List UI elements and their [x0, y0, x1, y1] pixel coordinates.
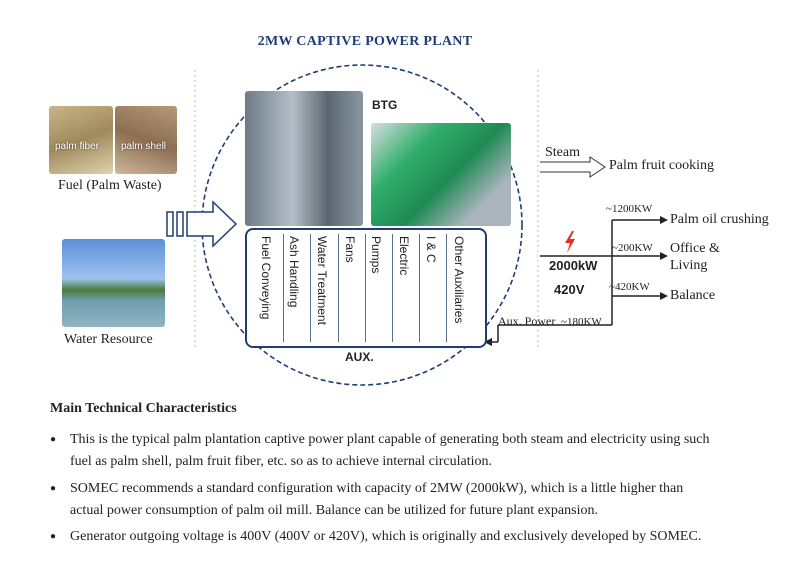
turbine-generator-photo — [371, 123, 511, 226]
generation-capacity: 2000kW — [549, 258, 598, 273]
steam-target: Palm fruit cooking — [609, 158, 714, 173]
branch-amount-crushing: ~1200KW — [606, 203, 653, 215]
branch-target-office: Office & Living — [670, 241, 720, 273]
fuel-caption: Fuel (Palm Waste) — [58, 178, 162, 193]
bullet-icon: ● — [50, 483, 57, 494]
aux-other-auxiliaries: Other Auxiliaries — [452, 236, 466, 324]
bullet-icon: ● — [50, 434, 57, 445]
aux-power-label: Aux. Power — [498, 314, 556, 328]
aux-box: Fuel Conveying Ash Handling Water Treatm… — [245, 228, 487, 348]
characteristics-heading: Main Technical Characteristics — [50, 401, 237, 416]
palm-fiber-label: palm fiber — [55, 141, 99, 152]
bullet-text: Generator outgoing voltage is 400V (400V… — [70, 529, 702, 544]
aux-power-amount: ~180KW — [561, 316, 602, 328]
input-arrow — [166, 200, 238, 248]
water-photo — [62, 239, 165, 327]
aux-fuel-conveying: Fuel Conveying — [259, 236, 273, 320]
diagram-lines — [166, 64, 668, 386]
diagram-title: 2MW CAPTIVE POWER PLANT — [257, 34, 473, 49]
branch-target-balance: Balance — [670, 288, 716, 303]
aux-fans: Fans — [343, 236, 357, 263]
palm-shell-photo: palm shell — [115, 106, 177, 174]
aux-ash-handling: Ash Handling — [287, 236, 301, 308]
bullet-text: SOMEC recommends a standard configuratio… — [70, 481, 684, 518]
aux-water-treatment: Water Treatment — [315, 236, 329, 325]
boiler-photo — [245, 91, 363, 226]
aux-label: AUX. — [345, 350, 374, 364]
generator-voltage: 420V — [554, 282, 585, 297]
btg-label: BTG — [372, 98, 398, 112]
bullet-icon: ● — [50, 531, 57, 542]
branch-amount-balance: ~420KW — [609, 281, 650, 293]
water-caption: Water Resource — [64, 332, 153, 347]
branch-target-crushing: Palm oil crushing — [670, 212, 769, 227]
aux-i-and-c: I & C — [424, 236, 438, 263]
bullet-text: This is the typical palm plantation capt… — [70, 432, 710, 469]
aux-electric: Electric — [397, 236, 411, 276]
palm-fiber-photo: palm fiber — [49, 106, 113, 174]
palm-shell-label: palm shell — [121, 141, 167, 152]
branch-amount-office: ~200KW — [612, 242, 653, 254]
lightning-icon — [565, 231, 575, 253]
plant-boundary-circle — [201, 64, 523, 386]
aux-pumps: Pumps — [369, 236, 383, 274]
steam-label: Steam — [545, 145, 580, 160]
steam-arrow — [540, 156, 606, 178]
